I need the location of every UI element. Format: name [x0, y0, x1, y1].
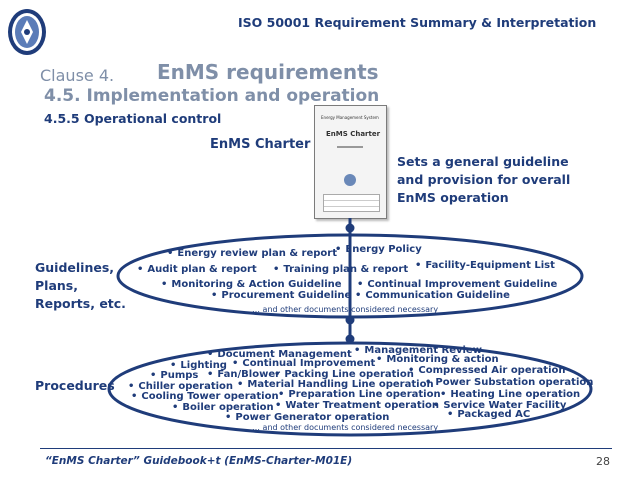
procedure-item: •Pumps	[150, 370, 199, 381]
guideline-item: •Procurement Guideline	[211, 290, 352, 301]
procedure-item: •Preparation Line operation	[278, 389, 441, 400]
procedure-item: •Material Handling Line operation	[237, 379, 434, 390]
guideline-item: •Communication Guideline	[355, 290, 510, 301]
procedure-item: •Chiller operation	[128, 381, 234, 392]
doc-header-line: Energy Management System	[321, 115, 379, 120]
guideline-item: •Energy review plan & report	[167, 248, 337, 259]
procedure-item: •Document Management	[207, 349, 352, 360]
procedure-item: •Compressed Air operation	[408, 365, 566, 376]
procedure-item: •Monitoring & action	[376, 354, 499, 365]
guideline-item: •Facility-Equipment List	[415, 260, 555, 271]
doc-seal-icon	[344, 174, 356, 186]
connector-node-bottom	[345, 334, 355, 344]
procedure-item: •Heating Line operation	[440, 389, 581, 400]
clause-prefix: Clause 4.	[40, 66, 115, 85]
guidelines-label: Guidelines, Plans, Reports, etc.	[35, 260, 126, 311]
guidelines-ellipse	[116, 233, 584, 319]
header-title: ISO 50001 Requirement Summary & Interpre…	[238, 15, 597, 30]
procedures-ellipse	[107, 341, 593, 437]
connector-node-top	[345, 223, 355, 233]
charter-document-thumbnail: Energy Management System EnMS Charter	[314, 105, 387, 219]
doc-heading: EnMS Charter	[326, 130, 381, 138]
charter-description: Sets a general guideline and provision f…	[397, 154, 571, 205]
footer-divider	[40, 448, 612, 449]
guideline-item: •Training plan & report	[273, 264, 409, 275]
subsection-title: 4.5.5 Operational control	[44, 111, 222, 126]
emblem-logo-icon	[8, 9, 46, 55]
procedure-item: •Packing Line operation	[274, 369, 414, 380]
footer-source: “EnMS Charter” Guidebook+t (EnMS-Charter…	[45, 455, 353, 467]
procedure-item: •Service Water Facility	[433, 400, 567, 411]
guideline-item: •Monitoring & Action Guideline	[161, 279, 342, 290]
page-number: 28	[596, 455, 610, 468]
procedure-item: •Fan/Blower	[207, 369, 281, 380]
procedure-item: •Boiler operation	[172, 402, 274, 413]
procedures-label: Procedures	[35, 378, 115, 393]
procedure-item: •Cooling Tower operation	[131, 391, 279, 402]
procedure-item: •Continual Improvement	[232, 358, 376, 369]
guideline-item: •Audit plan & report	[137, 264, 257, 275]
procedure-item: •Management Review	[354, 345, 482, 356]
procedures-note: … and other documents considered necessa…	[252, 423, 439, 432]
procedure-item: •Power Generator operation	[225, 412, 390, 423]
procedure-item: •Water Treatment operation	[275, 400, 440, 411]
charter-label: EnMS Charter	[210, 137, 311, 152]
guideline-item: •Energy Policy	[335, 244, 422, 255]
procedure-item: •Packaged AC	[447, 409, 531, 420]
procedure-item: •Power Substation operation	[425, 377, 594, 388]
guidelines-note: … and other documents considered necessa…	[252, 305, 439, 314]
procedure-item: •Lighting	[170, 360, 227, 371]
guideline-item: •Continual Improvement Guideline	[357, 279, 558, 290]
clause-title: EnMS requirements	[157, 60, 379, 84]
section-title: 4.5. Implementation and operation	[44, 86, 380, 106]
